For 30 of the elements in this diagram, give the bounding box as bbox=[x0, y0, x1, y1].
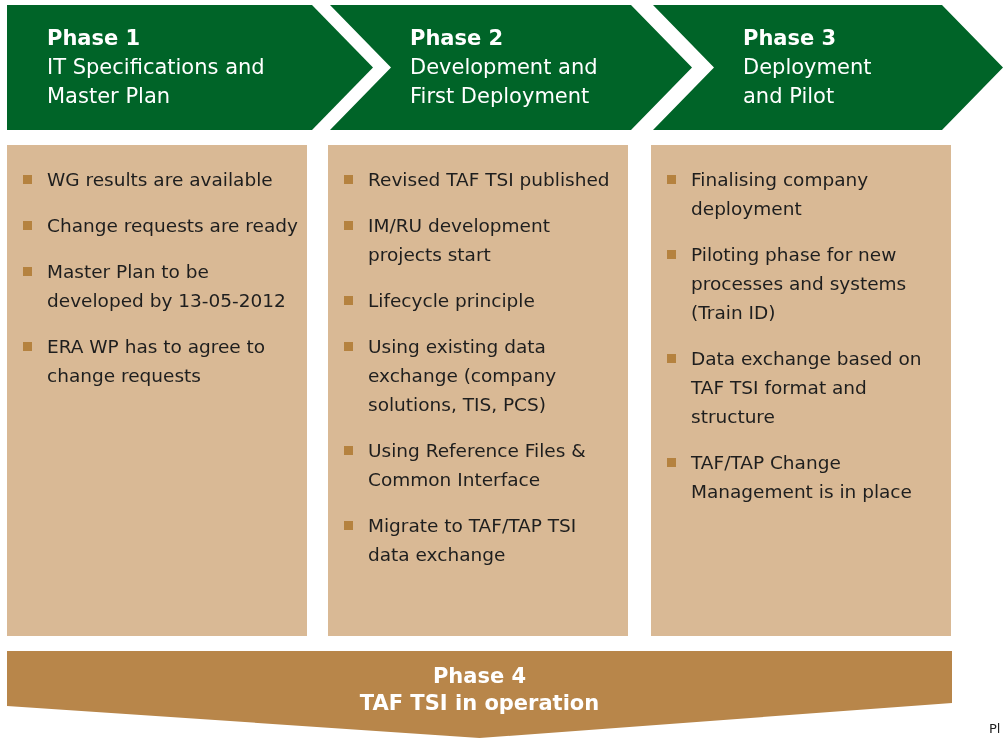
phase-heading: Phase 3 bbox=[743, 25, 838, 52]
phase-heading: Phase 1 bbox=[47, 25, 142, 52]
bullet-text: Master Plan to be developed by 13-05-2012 bbox=[47, 260, 287, 313]
phase-panel bbox=[7, 145, 307, 636]
bullet-text: Migrate to TAF/TAP TSI data exchange bbox=[368, 514, 578, 567]
bullet-text: Lifecycle principle bbox=[368, 289, 535, 313]
phase-title: IT Specifications and Master Plan bbox=[47, 54, 266, 110]
bullet-text: WG results are available bbox=[47, 168, 273, 192]
bullet-text: Using existing data exchange (company solutions, TIS, PCS) bbox=[368, 335, 558, 417]
bullet-text: Revised TAF TSI published bbox=[368, 168, 610, 192]
bullet-text: IM/RU development projects start bbox=[368, 214, 551, 267]
bullet-text: Piloting phase for new processes and systems (Train ID) bbox=[691, 243, 908, 325]
phase-title: Development and First Deployment bbox=[410, 54, 599, 110]
bullet-text: Finalising company deployment bbox=[691, 168, 870, 221]
phase-panel bbox=[651, 145, 951, 636]
phase-heading: Phase 4 bbox=[431, 663, 528, 690]
phase-heading: Phase 2 bbox=[410, 25, 505, 52]
bullet-text: Change requests are ready bbox=[47, 214, 298, 238]
phase-header-band bbox=[7, 5, 373, 130]
phase-header-band bbox=[330, 5, 692, 130]
bullet-text: Using Reference Files & Common Interface bbox=[368, 439, 587, 492]
phase-title: Deployment and Pilot bbox=[743, 54, 873, 110]
bullet-text: ERA WP has to agree to change requests bbox=[47, 335, 267, 388]
bullet-text: TAF/TAP Change Management is in place bbox=[691, 451, 913, 504]
phase-title: TAF TSI in operation bbox=[358, 690, 601, 717]
phase-footer-band bbox=[7, 651, 952, 738]
phase-panel bbox=[328, 145, 628, 636]
bullet-text: Data exchange based on TAF TSI format and structure bbox=[691, 347, 923, 429]
page-text-fragment: Pl bbox=[989, 721, 1001, 736]
phase-header-band bbox=[653, 5, 1003, 130]
